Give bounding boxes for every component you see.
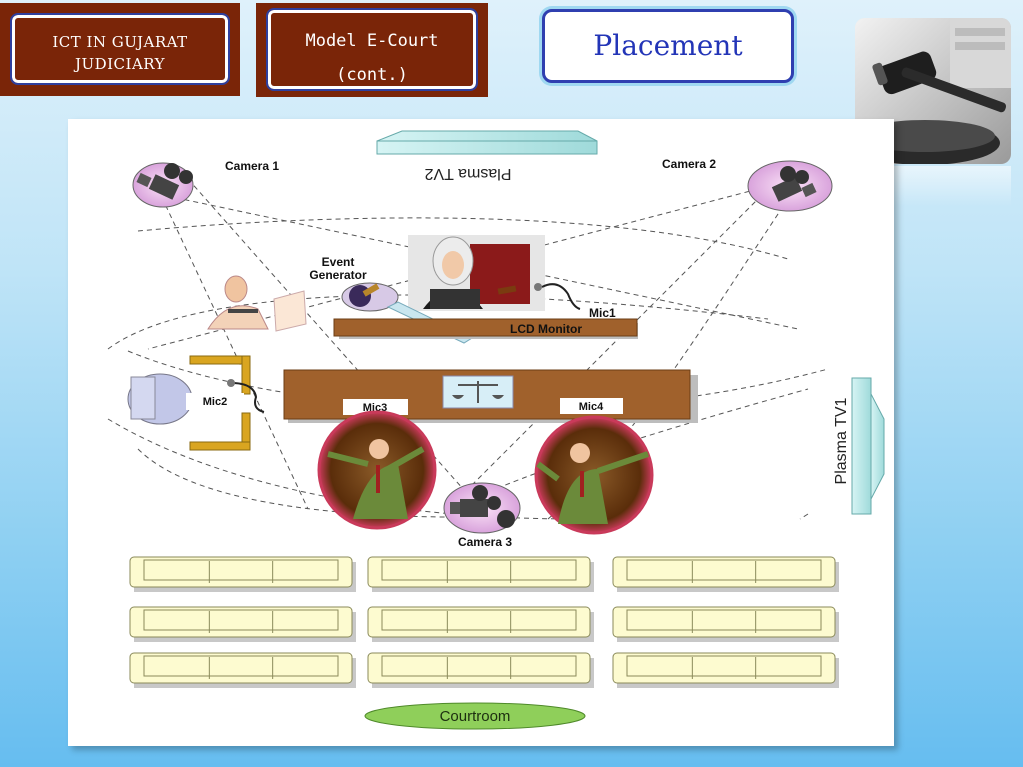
plasma-tv2-label: Plasma TV2 [424, 165, 511, 182]
judge-figure [408, 235, 545, 311]
event-generator-label-line2: Generator [309, 268, 367, 282]
gallery-bench [367, 556, 594, 592]
gallery-bench [367, 652, 594, 688]
plasma-tv1: Plasma TV1 [833, 377, 885, 515]
gallery-bench [612, 652, 839, 688]
mic1-icon [534, 283, 581, 310]
header-tag-ict: ICT IN GUJARAT JUDICIARY [0, 3, 240, 96]
clerk-figure [207, 275, 307, 332]
mic2-icon [227, 379, 265, 413]
gallery-benches [129, 556, 839, 688]
mic2-label: Mic2 [203, 396, 227, 408]
mic2-badge: Mic2 [186, 393, 244, 410]
coverage-lines [107, 178, 829, 520]
mic1-label: Mic1 [589, 306, 616, 320]
camera2-icon [747, 160, 833, 212]
camera2-label: Camera 2 [662, 157, 716, 171]
page-title: Placement [542, 9, 794, 83]
gallery-bench [612, 606, 839, 642]
plasma-tv2: Plasma TV2 [376, 130, 598, 182]
camera1-icon [132, 162, 194, 208]
mic4-label: Mic4 [579, 401, 604, 413]
lcd-monitor-label: LCD Monitor [510, 322, 582, 336]
header-tag-model-ecourt: Model E-Court (cont.) [256, 3, 488, 97]
lcd-monitor-desk: LCD Monitor [333, 318, 638, 339]
courtroom-diagram: Plasma TV2 Plasma TV1 Camera 1 Camera 2 [68, 119, 894, 746]
camera1-label: Camera 1 [225, 159, 279, 173]
camera3-label: Camera 3 [458, 535, 512, 549]
gallery-bench [129, 556, 356, 592]
lawyer-right-figure [534, 415, 654, 535]
event-generator-label-line1: Event [322, 255, 355, 269]
header-tag-model-ecourt-line1: Model E-Court [305, 31, 439, 51]
mic4-badge: Mic4 [560, 398, 623, 414]
lawyer-left-figure [317, 410, 437, 530]
courtroom-label: Courtroom [440, 708, 511, 725]
witness-box [127, 355, 251, 451]
courtroom-badge: Courtroom [364, 702, 586, 730]
header-tag-model-ecourt-line2: (cont.) [336, 65, 408, 85]
plasma-tv1-label: Plasma TV1 [833, 397, 850, 484]
gallery-bench [129, 652, 356, 688]
header-tag-ict-label: ICT IN GUJARAT JUDICIARY [10, 13, 230, 85]
gallery-bench [612, 556, 839, 592]
gallery-bench [367, 606, 594, 642]
main-bench [283, 369, 698, 423]
camera3-icon [443, 482, 521, 534]
gallery-bench [129, 606, 356, 642]
